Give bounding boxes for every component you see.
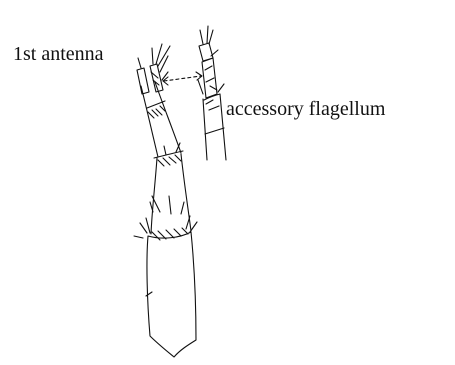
label-first-antenna: 1st antenna (13, 44, 104, 64)
antenna-segment-distal (141, 82, 181, 157)
pointer-arrowhead-right (196, 72, 202, 80)
distal-joint (147, 101, 165, 108)
distal-hatch (148, 106, 165, 118)
first-antenna-drawing (134, 44, 197, 357)
antenna-tip-left (137, 68, 149, 94)
antenna-segment-middle (151, 154, 191, 234)
accessory-segment-upper (202, 58, 217, 98)
label-accessory-flagellum: accessory flagellum (226, 99, 385, 119)
accessory-flagellum-drawing (198, 26, 226, 160)
antenna-segment-basal (147, 232, 196, 357)
pointer-arrow (163, 72, 202, 85)
accessory-tip-bristles (200, 26, 218, 56)
basal-bristles (134, 216, 197, 296)
pointer-arrow-line (164, 76, 201, 81)
